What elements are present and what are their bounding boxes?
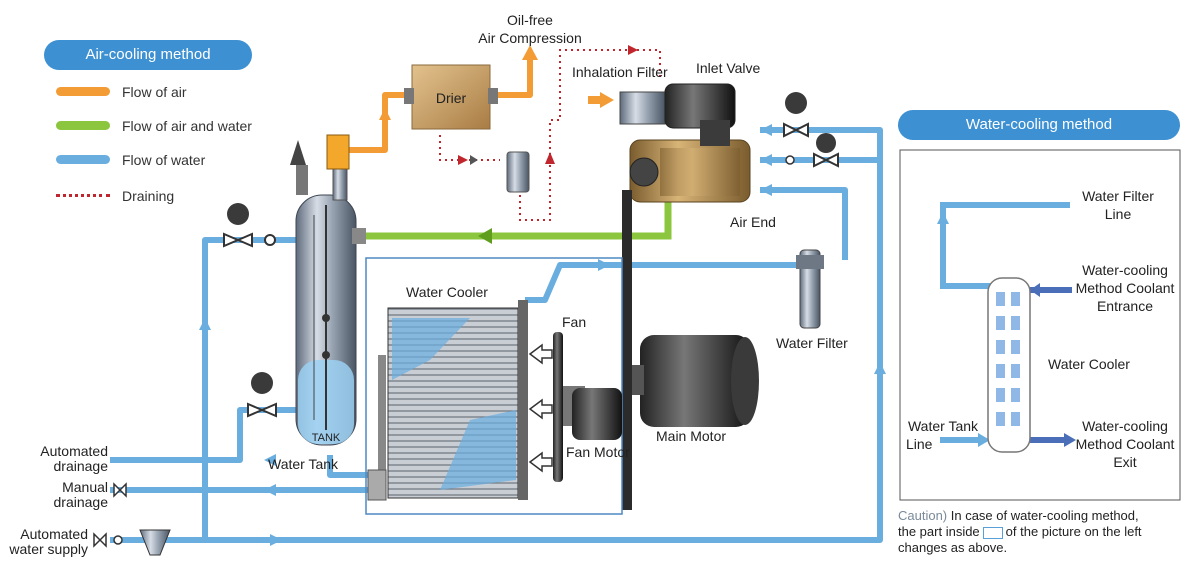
- caution-text-3: changes as above.: [898, 540, 1008, 555]
- legend-title: Air-cooling method: [44, 40, 252, 70]
- legend-swatch-air-water: [56, 121, 110, 130]
- drive-belt: [622, 190, 632, 510]
- label-fan-motor: Fan Motor: [566, 444, 630, 460]
- water-arrows: [199, 124, 886, 546]
- water-filter: [796, 249, 824, 329]
- air-pipes: [348, 60, 533, 153]
- fan-air-arrows: [528, 343, 553, 473]
- panel-water-filter-line-2: Line: [1104, 206, 1132, 222]
- panel-coolant-entrance-1: Water-cooling: [1082, 262, 1168, 278]
- main-motor: [632, 335, 759, 427]
- legend-label-air-water: Flow of air and water: [122, 118, 252, 134]
- legend-swatch-draining: [56, 194, 110, 197]
- caution-text-2b: of the picture on the left: [1005, 524, 1142, 539]
- panel-water-filter-line-1: Water Filter: [1082, 188, 1154, 204]
- panel-water-cooler: Water Cooler: [1048, 356, 1130, 372]
- drain-trap: [470, 151, 530, 193]
- panel-water-cooler: [987, 277, 1031, 453]
- label-drier: Drier: [435, 90, 467, 106]
- panel-water-tank-line-2: Line: [906, 436, 933, 452]
- label-inlet-valve: Inlet Valve: [696, 60, 761, 76]
- label-manual-drainage-2: drainage: [53, 494, 109, 510]
- caution-prefix: Caution): [898, 508, 948, 523]
- label-air-end: Air End: [730, 214, 776, 230]
- panel-coolant-exit-1: Water-cooling: [1082, 418, 1168, 434]
- supply-valve: [93, 529, 171, 556]
- fan-motor: [572, 388, 622, 440]
- panel-coolant-entrance-2: Method Coolant: [1075, 280, 1175, 296]
- legend-label-air: Flow of air: [122, 84, 187, 100]
- panel-water-tank-line-1: Water Tank: [907, 418, 979, 434]
- replaceable-section-border: [365, 257, 623, 515]
- label-automated-drainage-1: Automated: [40, 443, 108, 459]
- air-water-pipe: [360, 200, 672, 244]
- drier-unit: [404, 64, 498, 130]
- label-water-filter: Water Filter: [776, 335, 848, 351]
- label-automated-drainage-2: drainage: [53, 458, 109, 474]
- label-fan: Fan: [562, 314, 587, 330]
- label-oil-free: Oil-free: [507, 12, 553, 28]
- drain-lines: [439, 49, 661, 221]
- panel-coolant-exit-2: Method Coolant: [1075, 436, 1175, 452]
- caution-note: Caution) In case of water-cooling method…: [898, 508, 1178, 556]
- valve-upper-left: [223, 203, 276, 248]
- label-main-motor: Main Motor: [656, 428, 727, 444]
- caution-text-1: In case of water-cooling method,: [947, 508, 1139, 523]
- drain-arrows: [458, 45, 638, 165]
- legend-swatch-water: [56, 155, 110, 164]
- valve-lower-left: [247, 372, 277, 418]
- label-manual-drainage-1: Manual: [62, 479, 108, 495]
- manual-drain-valve: [113, 482, 127, 498]
- panel-coolant-entrance-3: Entrance: [1096, 298, 1154, 314]
- caution-text-2a: the part inside: [898, 524, 980, 539]
- water-tank: [290, 134, 366, 446]
- caution-box-icon: [982, 526, 1003, 539]
- label-water-cooler: Water Cooler: [406, 284, 488, 300]
- panel-pipes: [937, 202, 1076, 447]
- legend-label-draining: Draining: [122, 188, 175, 204]
- air-end: [619, 83, 751, 203]
- panel-title: Water-cooling method: [898, 110, 1180, 140]
- valve-upper-right: [783, 92, 839, 168]
- label-tank: TANK: [311, 432, 341, 444]
- water-cooler: [367, 300, 528, 501]
- label-water-tank: Water Tank: [268, 456, 339, 472]
- label-automated-supply-2: water supply: [9, 541, 88, 557]
- panel-coolant-exit-3: Exit: [1113, 454, 1137, 470]
- label-automated-supply-1: Automated: [20, 526, 88, 542]
- air-arrows: [379, 45, 614, 120]
- label-inhalation-filter: Inhalation Filter: [572, 64, 668, 80]
- legend-swatch-air: [56, 87, 110, 96]
- legend-label-water: Flow of water: [122, 152, 206, 168]
- label-air-compression: Air Compression: [478, 30, 582, 46]
